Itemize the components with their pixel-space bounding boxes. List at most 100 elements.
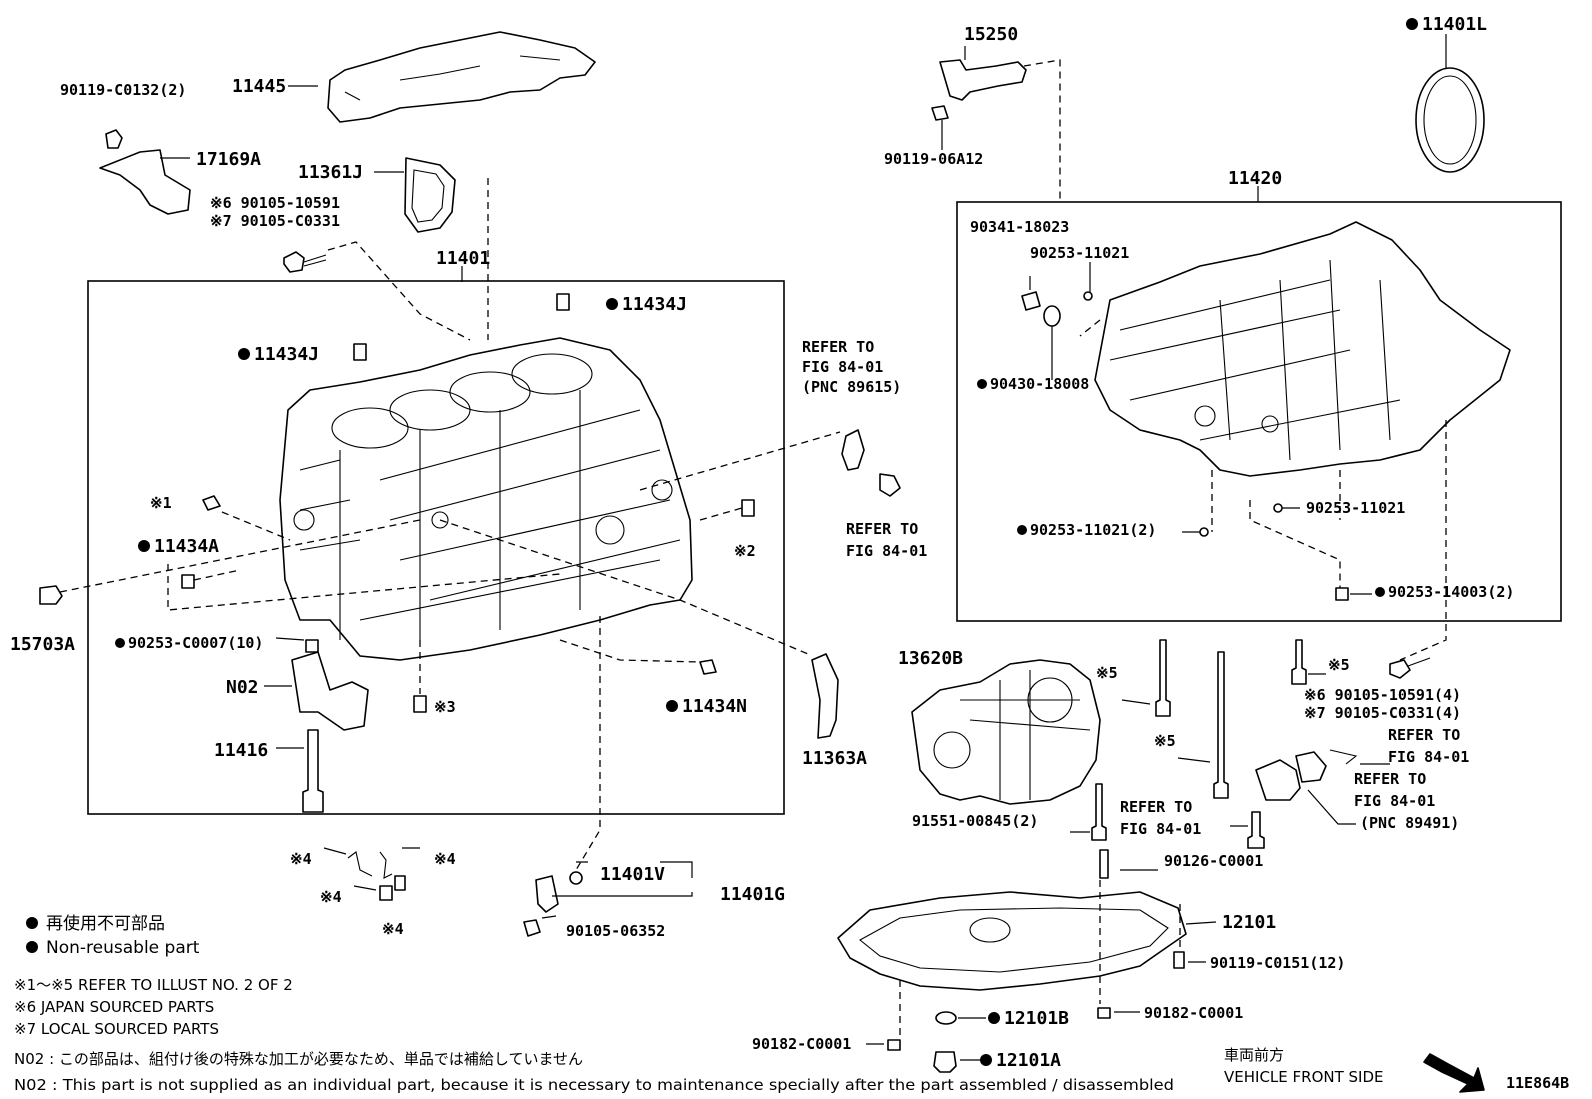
clips-m4 <box>347 851 393 879</box>
direction-jp: 車両前方 <box>1224 1046 1284 1064</box>
cylinder-block-group-box <box>87 280 785 815</box>
label-ref5-l2: FIG 84-01 <box>1120 820 1201 838</box>
sensor-connector <box>1295 751 1327 783</box>
bolt-m5-a <box>1155 639 1171 717</box>
oil-pan-lower-12101 <box>837 891 1187 991</box>
plug-90253-11021-b <box>1273 503 1283 513</box>
dowel-11434j-top <box>556 293 570 311</box>
bolt-90105-10591-shape <box>283 251 305 273</box>
oil-pump-13620b <box>911 659 1101 805</box>
label-ref1-l1: REFER TO <box>802 338 874 356</box>
plug-90253-11021-2 <box>1199 527 1209 537</box>
cylinder-bore-1 <box>331 407 409 449</box>
bolt-m4-a <box>379 885 393 901</box>
label-17169a: 17169A <box>196 149 261 170</box>
nonreusable-dot-90253-11021-2 <box>1017 525 1027 535</box>
gasket-11361j-shape <box>404 157 456 233</box>
bolt-ref-84-01 <box>1247 811 1265 849</box>
label-15250: 15250 <box>964 24 1018 45</box>
label-11434n: 11434N <box>682 696 747 717</box>
label-91551-00845: 91551-00845(2) <box>912 812 1038 830</box>
legend-nonreusable-en: Non-reusable part <box>46 938 200 958</box>
bolt-91551-00845 <box>1091 783 1107 841</box>
gasket-90430-18008 <box>1043 305 1061 327</box>
label-11416: 11416 <box>214 740 268 761</box>
label-90253-11021-2: 90253-11021(2) <box>1030 521 1156 539</box>
label-90105-c0331-4: ※7 90105-C0331(4) <box>1304 704 1461 722</box>
knock-sensor-89615 <box>841 429 865 471</box>
cylinder-block-shape <box>279 337 693 661</box>
pin-90253-14003 <box>1335 587 1349 601</box>
bolt-m4-b <box>394 875 406 891</box>
vehicle-front-arrow <box>1423 1053 1485 1093</box>
legend-note-7: ※7 LOCAL SOURCED PARTS <box>14 1020 219 1038</box>
label-15703a: 15703A <box>10 634 75 655</box>
label-m1: ※1 <box>150 494 172 512</box>
cylinder-bore-4 <box>511 353 593 395</box>
pin-m3 <box>413 695 427 713</box>
label-90105-10591: ※6 90105-10591 <box>210 194 340 212</box>
label-ref4-l1: REFER TO <box>1354 770 1426 788</box>
label-ref3-l1: REFER TO <box>1388 726 1460 744</box>
label-ref3-l2: FIG 84-01 <box>1388 748 1469 766</box>
nonreusable-dot-11401l <box>1406 18 1418 30</box>
pin-m2 <box>741 499 755 517</box>
nonreusable-dot-90430-18008 <box>977 379 987 389</box>
label-11401l: 11401L <box>1422 14 1487 35</box>
nonreusable-dot-11434j-top <box>606 298 618 310</box>
bolt-m5-c <box>1291 639 1307 685</box>
nonreusable-dot-90253-c0007 <box>115 638 125 648</box>
label-90182-c0001-l: 90182-C0001 <box>752 1035 851 1053</box>
label-ref2-l2: FIG 84-01 <box>846 542 927 560</box>
label-ref4-l3: (PNC 89491) <box>1360 814 1459 832</box>
cylinder-bore-2 <box>389 389 471 431</box>
label-11363a: 11363A <box>802 748 867 769</box>
legend-n02-jp: N02 : この部品は、組付け後の特殊な加工が必要なため、単品では補給していませ… <box>14 1050 583 1068</box>
label-90341-18023: 90341-18023 <box>970 218 1069 236</box>
oil-pressure-sensor <box>1255 759 1301 801</box>
label-90105-06352: 90105-06352 <box>566 922 665 940</box>
label-90182-c0001-r: 90182-C0001 <box>1144 1004 1243 1022</box>
engine-cover-shape <box>327 31 596 123</box>
oil-pan-upper-group-box <box>956 201 1562 622</box>
label-m5-b: ※5 <box>1154 732 1176 750</box>
bolt-90105-06352 <box>523 919 541 937</box>
bolt-90119-c0132-shape <box>105 129 123 149</box>
label-90253-c0007: 90253-C0007(10) <box>128 634 263 652</box>
bracket-17169a-shape <box>99 149 191 215</box>
plug-90182-c0001-l <box>887 1039 901 1051</box>
bolt-90119-c0151 <box>1173 951 1185 969</box>
label-11420: 11420 <box>1228 168 1282 189</box>
legend-note-1-5: ※1～※5 REFER TO ILLUST NO. 2 OF 2 <box>14 976 293 994</box>
dowel-11434j-mid <box>353 343 367 361</box>
label-13620b: 13620B <box>898 648 963 669</box>
plug-90182-c0001-r <box>1097 1007 1111 1019</box>
nonreusable-dot-11434a <box>138 540 150 552</box>
label-11434j-top: 11434J <box>622 294 687 315</box>
label-ref4-l2: FIG 84-01 <box>1354 792 1435 810</box>
label-n02: N02 <box>226 677 259 698</box>
label-ref5-l1: REFER TO <box>1120 798 1192 816</box>
pin-m1 <box>202 495 221 511</box>
label-90105-c0331: ※7 90105-C0331 <box>210 212 340 230</box>
label-90119-c0151: 90119-C0151(12) <box>1210 954 1345 972</box>
dowel-11434n <box>699 659 717 675</box>
legend-note-6: ※6 JAPAN SOURCED PARTS <box>14 998 214 1016</box>
label-m3: ※3 <box>434 698 456 716</box>
nonreusable-dot-90253-14003 <box>1375 587 1385 597</box>
legend-n02-en: N02 : This part is not supplied as an in… <box>14 1076 1174 1094</box>
label-m4-b: ※4 <box>434 850 456 868</box>
bolt-m5-b <box>1213 651 1229 799</box>
label-90119-c0132: 90119-C0132(2) <box>60 81 186 99</box>
oil-seal-11401l <box>1415 67 1485 173</box>
label-11401g: 11401G <box>720 884 785 905</box>
label-90126-c0001: 90126-C0001 <box>1164 852 1263 870</box>
label-11401: 11401 <box>436 248 490 269</box>
label-ref2-l1: REFER TO <box>846 520 918 538</box>
label-m4-d: ※4 <box>382 920 404 938</box>
dowel-11434a <box>181 574 195 589</box>
oil-control-valve-15250 <box>939 59 1027 101</box>
bolt-90119-06a12 <box>931 105 949 121</box>
nonreusable-dot-11434j-mid <box>238 348 250 360</box>
